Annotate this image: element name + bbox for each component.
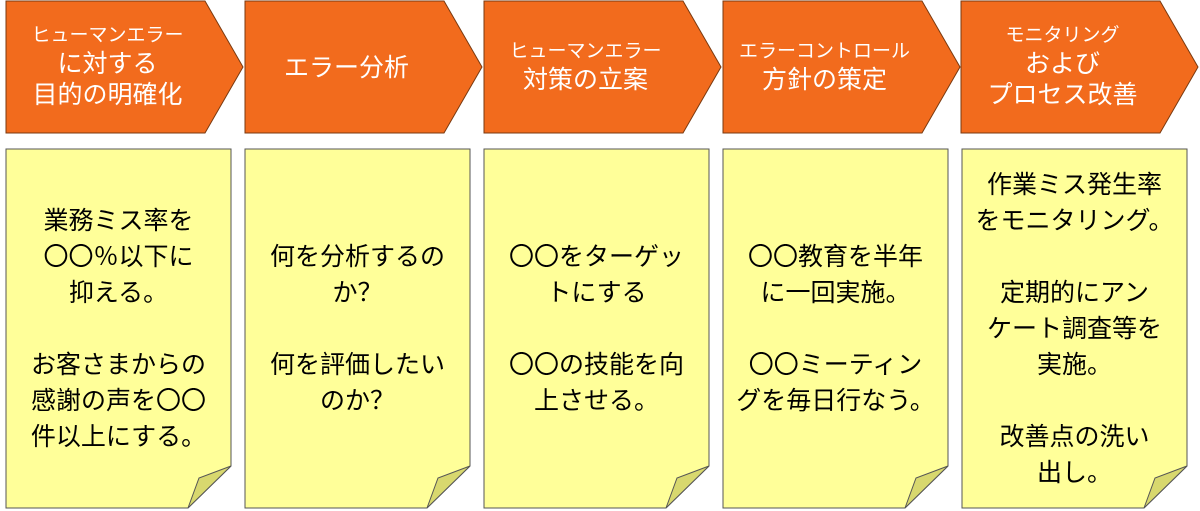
note-line: お客さまからの <box>30 349 206 379</box>
note-line: 何を評価したい <box>269 349 445 379</box>
step-title-line: ヒューマンエラー <box>509 40 662 62</box>
note-shape <box>5 148 232 509</box>
note-shape <box>244 148 471 509</box>
step-arrow-2: エラー分析 <box>244 0 484 135</box>
note-line: に一回実施。 <box>760 277 911 307</box>
arrow-shape <box>244 0 483 134</box>
arrow-shape <box>5 0 244 134</box>
note-3: 〇〇をターゲッ トにする 〇〇の技能を向 上させる。 <box>483 148 710 509</box>
step-title-line: に対する <box>57 49 158 79</box>
note-line: 件以上にする。 <box>30 421 207 451</box>
note-line: 上させる。 <box>533 385 659 415</box>
note-line: 〇〇をターゲッ <box>508 241 684 271</box>
step-arrow-1: ヒューマンエラー に対する 目的の明確化 <box>5 0 245 135</box>
step-title: ヒューマンエラー 対策の立案 <box>483 0 688 135</box>
note-line: 定期的にアン <box>999 277 1149 307</box>
step-title-line: モニタリング <box>1005 24 1120 47</box>
note-2: 何を分析するの か？ 何を評価したい のか？ <box>244 148 471 509</box>
note-line: 〇〇教育を半年 <box>747 241 923 271</box>
note-text: 何を分析するの か？ 何を評価したい のか？ <box>252 148 463 509</box>
note-shape <box>961 148 1188 509</box>
step-title-line: 対策の立案 <box>522 64 648 94</box>
note-line: のか？ <box>319 385 395 415</box>
note-line: 改善点の洗い <box>999 421 1150 451</box>
step-title-line: プロセス改善 <box>987 80 1138 110</box>
note-line: 出し。 <box>1036 457 1112 487</box>
arrow-shape <box>960 0 1199 134</box>
note-line: ケート調査等を <box>986 313 1162 343</box>
arrow-shape <box>483 0 722 134</box>
note-text: 作業ミス発生率 をモニタリング。 定期的にアン ケート調査等を 実施。 改善点の… <box>969 148 1180 509</box>
step-title-line: ヒューマンエラー <box>31 24 184 47</box>
arrow-shape <box>722 0 961 134</box>
note-line: をモニタリング。 <box>975 205 1174 235</box>
step-title: エラーコントロール 方針の策定 <box>722 0 927 135</box>
note-line: グを毎日行なう。 <box>736 385 935 415</box>
step-arrow-5: モニタリング および プロセス改善 <box>960 0 1200 135</box>
note-line: 〇〇ミーティン <box>748 349 923 379</box>
note-text: 業務ミス率を 〇〇％以下に 抑える。 お客さまからの 感謝の声を〇〇 件以上にす… <box>13 148 224 509</box>
note-text: 〇〇をターゲッ トにする 〇〇の技能を向 上させる。 <box>491 148 702 509</box>
note-line: か？ <box>332 277 383 307</box>
step-title: エラー分析 <box>244 0 449 135</box>
note-line: トにする <box>546 277 647 307</box>
note-line: 業務ミス率を <box>43 205 194 235</box>
step-title-line: 目的の明確化 <box>32 80 183 110</box>
note-shape <box>483 148 710 509</box>
note-5: 作業ミス発生率 をモニタリング。 定期的にアン ケート調査等を 実施。 改善点の… <box>961 148 1188 509</box>
step-title: モニタリング および プロセス改善 <box>960 0 1165 135</box>
step-title-line: エラーコントロール <box>738 40 910 62</box>
note-line: 感謝の声を〇〇 <box>30 385 206 415</box>
note-1: 業務ミス率を 〇〇％以下に 抑える。 お客さまからの 感謝の声を〇〇 件以上にす… <box>5 148 232 509</box>
step-arrow-4: エラーコントロール 方針の策定 <box>722 0 962 135</box>
step-arrow-3: ヒューマンエラー 対策の立案 <box>483 0 723 135</box>
step-title-line: 方針の策定 <box>761 64 887 94</box>
step-title-line: および <box>1024 49 1100 79</box>
note-line: 作業ミス発生率 <box>986 169 1162 199</box>
step-title: ヒューマンエラー に対する 目的の明確化 <box>5 0 210 135</box>
note-line: 〇〇の技能を向 <box>508 349 684 379</box>
note-line: 〇〇％以下に <box>43 241 194 271</box>
note-shape <box>722 148 949 509</box>
note-line: 何を分析するの <box>269 241 445 271</box>
note-line: 抑える。 <box>68 277 169 307</box>
note-text: 〇〇教育を半年 に一回実施。 〇〇ミーティン グを毎日行なう。 <box>730 148 941 509</box>
note-line: 実施。 <box>1036 349 1112 379</box>
step-title-line: エラー分析 <box>283 52 409 82</box>
note-4: 〇〇教育を半年 に一回実施。 〇〇ミーティン グを毎日行なう。 <box>722 148 949 509</box>
